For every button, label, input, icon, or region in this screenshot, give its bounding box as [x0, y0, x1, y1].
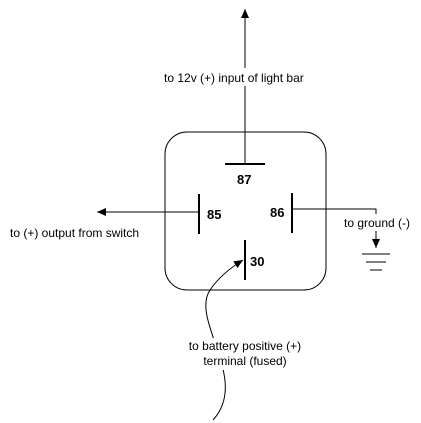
right-label: to ground (-)	[344, 216, 410, 230]
pin-30-label: 30	[250, 254, 264, 269]
bottom-label-bg	[176, 338, 314, 370]
pin-86-label: 86	[270, 205, 284, 220]
top-label-bg	[160, 68, 332, 86]
left-label: to (+) output from switch	[10, 226, 139, 240]
pin-87-label: 87	[237, 172, 251, 187]
ground-symbol-icon	[362, 253, 390, 271]
pin-85-label: 85	[207, 207, 221, 222]
bottom-label-line1: to battery positive (+)	[189, 339, 301, 353]
bottom-label-line2: terminal (fused)	[203, 354, 286, 368]
top-label: to 12v (+) input of light bar	[164, 71, 304, 85]
pin-30-wire	[205, 259, 244, 421]
pin-86-wire	[292, 208, 380, 248]
right-label-bg	[342, 214, 421, 231]
